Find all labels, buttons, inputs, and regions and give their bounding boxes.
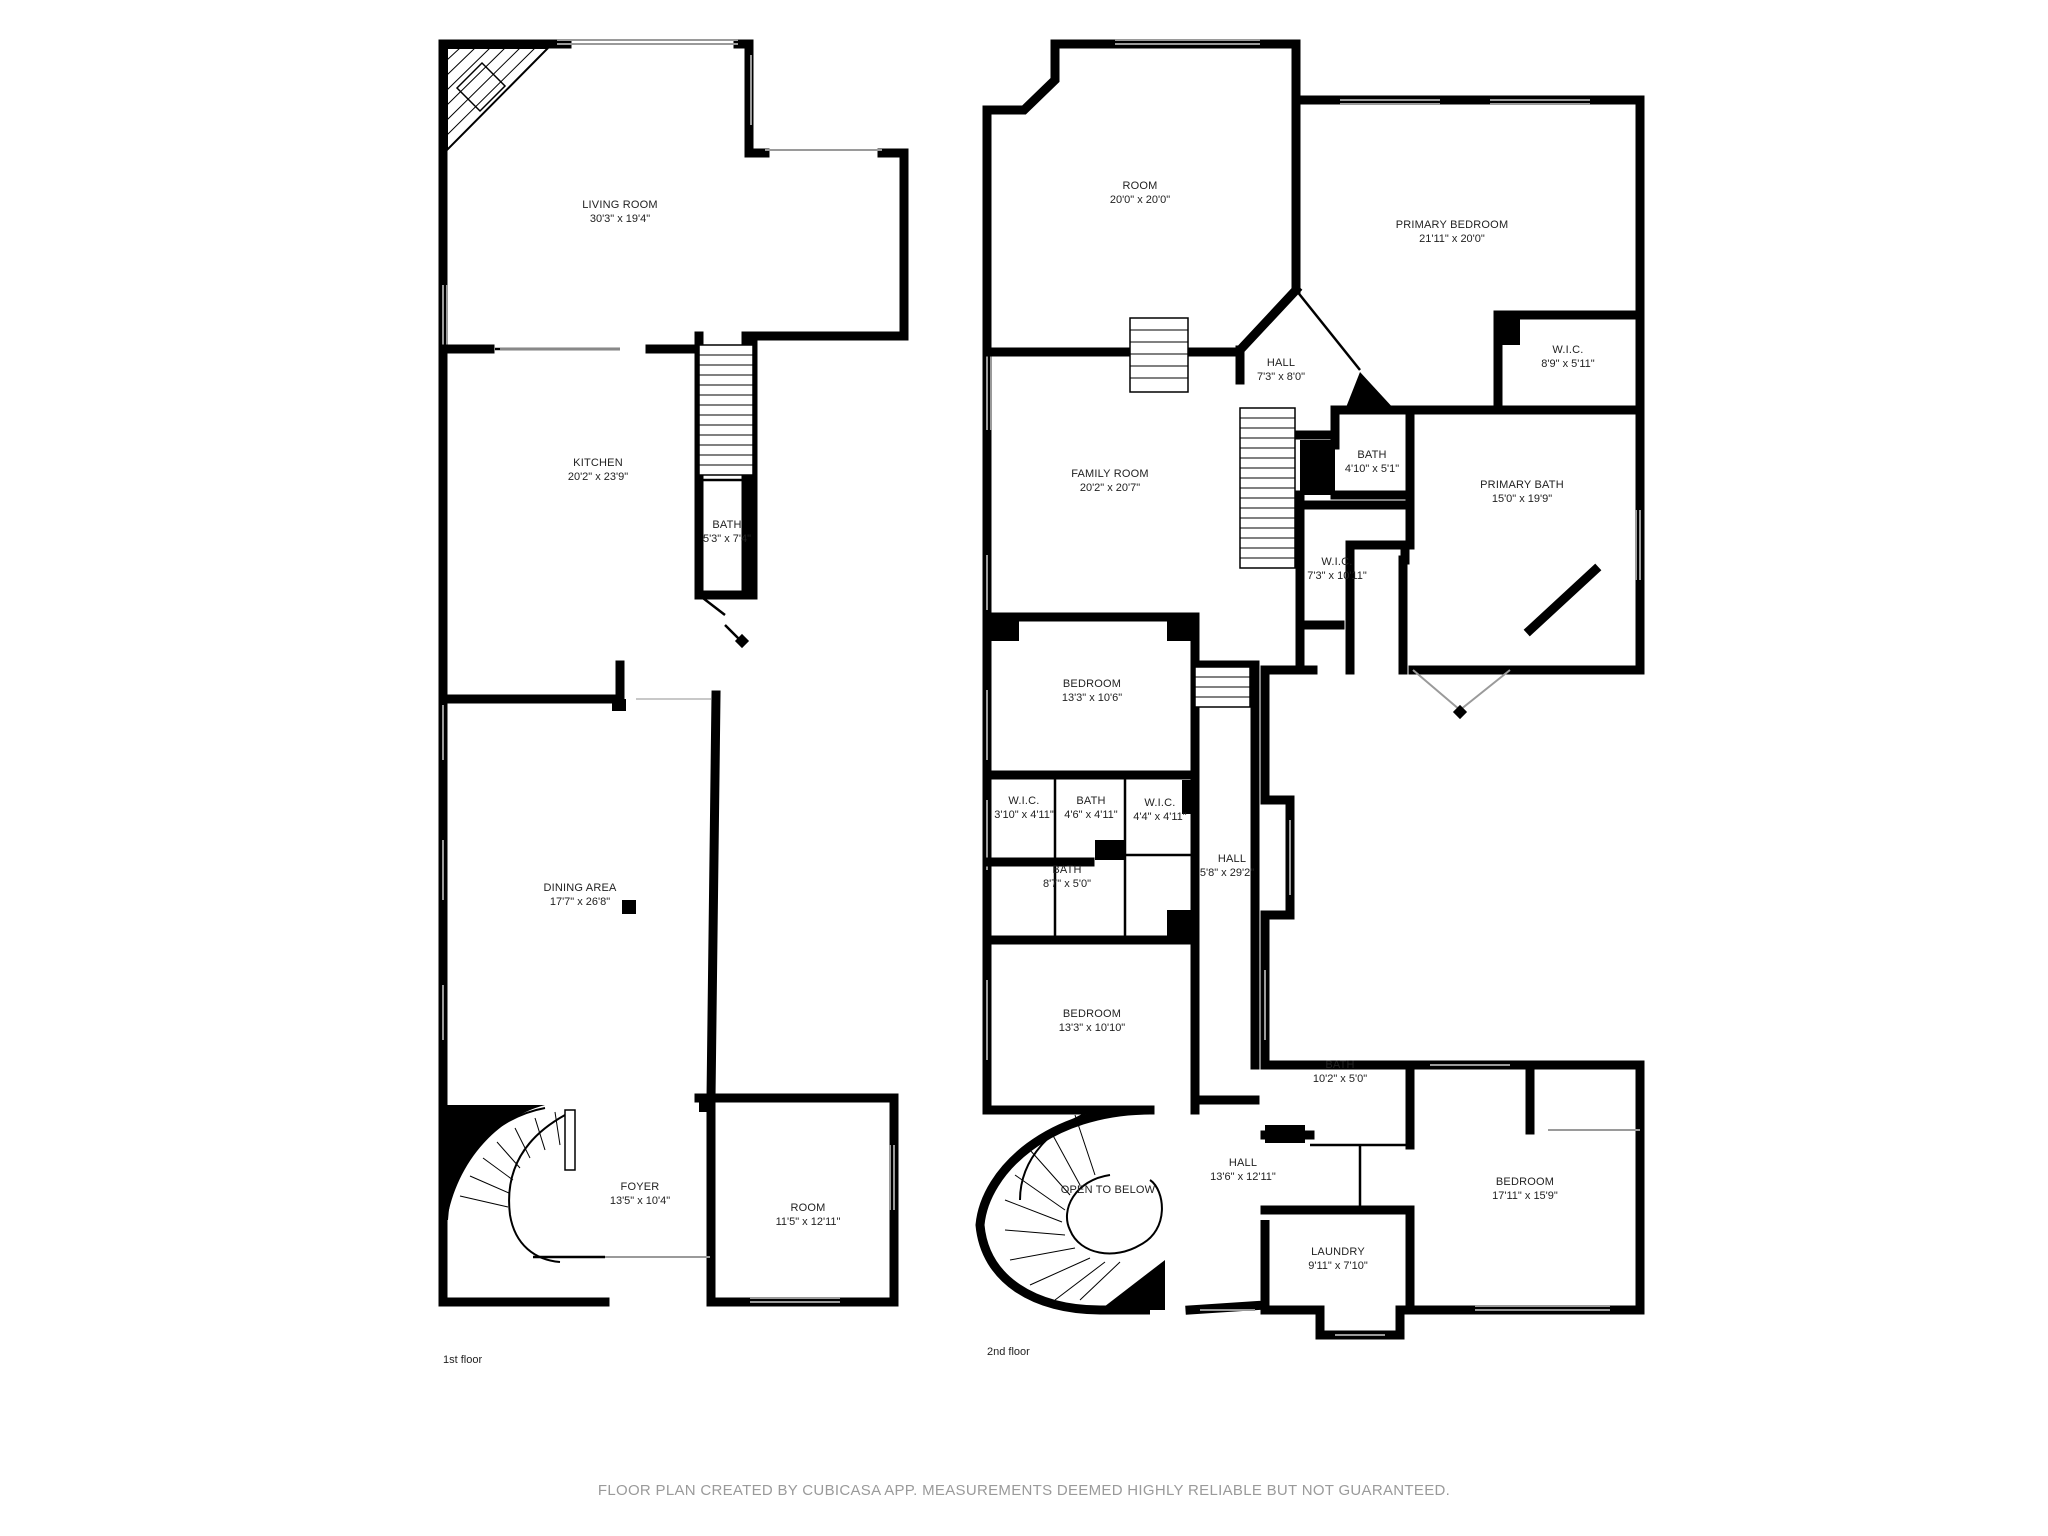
second-floor-interior-walls [982, 95, 1645, 1315]
room-dimensions: 8'7" x 5'0" [1043, 878, 1091, 890]
room-label: W.I.C. [1144, 797, 1175, 809]
family-room-stair [1129, 317, 1296, 708]
room-dimensions: 20'2" x 23'9" [568, 471, 628, 483]
room-dimensions: 3'10" x 4'11" [994, 809, 1054, 821]
floor-label: 1st floor [443, 1354, 482, 1366]
room-label: BEDROOM [1496, 1176, 1554, 1188]
room-dimensions: 15'0" x 19'9" [1492, 493, 1552, 505]
room-dimensions: 4'6" x 4'11" [1064, 809, 1117, 821]
room-dimensions: 20'2" x 20'7" [1080, 482, 1140, 494]
fireplace-icon [446, 47, 551, 153]
room-dimensions: 7'3" x 10'11" [1307, 570, 1367, 582]
room-label: OPEN TO BELOW [1061, 1184, 1156, 1196]
room-dimensions: 13'6" x 12'11" [1210, 1171, 1276, 1183]
room-dimensions: 13'3" x 10'6" [1062, 692, 1122, 704]
room-dimensions: 9'11" x 7'10" [1308, 1260, 1368, 1272]
room-dimensions: 11'5" x 12'11" [776, 1216, 841, 1228]
kitchen-stair [698, 344, 754, 476]
room-label: BATH [1052, 864, 1081, 876]
room-label: BATH [712, 519, 741, 531]
floor-label: 2nd floor [987, 1346, 1030, 1358]
room-label: ROOM [790, 1202, 825, 1214]
room-dimensions: 30'3" x 19'4" [590, 213, 650, 225]
room-label: ROOM [1122, 180, 1157, 192]
room-label: HALL [1218, 853, 1246, 865]
first-floor-plan: LIVING ROOM 30'3" x 19'4" KITCHEN 20'2" … [438, 39, 909, 1366]
room-dimensions: 5'3" x 7'4" [703, 533, 751, 545]
room-label: FAMILY ROOM [1071, 468, 1149, 480]
room-label: W.I.C. [1321, 556, 1352, 568]
room-label: W.I.C. [1552, 344, 1583, 356]
room-label: BATH [1076, 795, 1105, 807]
second-floor-exterior-walls [982, 39, 1645, 1340]
room-dimensions: 20'0" x 20'0" [1110, 194, 1170, 206]
first-floor-doors [500, 348, 711, 700]
room-dimensions: 13'5" x 10'4" [610, 1195, 670, 1207]
room-dimensions: 13'3" x 10'10" [1059, 1022, 1126, 1034]
room-dimensions: 7'3" x 8'0" [1257, 371, 1305, 383]
foyer-spiral-stair [446, 1105, 576, 1263]
room-label: KITCHEN [573, 457, 623, 469]
room-dimensions: 8'9" x 5'11" [1541, 358, 1594, 370]
second-floor-windows [986, 39, 1641, 1336]
room-dimensions: 4'10" x 5'1" [1345, 463, 1399, 475]
room-label: HALL [1229, 1157, 1257, 1169]
room-label: PRIMARY BATH [1480, 479, 1564, 491]
room-label: PRIMARY BEDROOM [1396, 219, 1509, 231]
room-label: BEDROOM [1063, 1008, 1121, 1020]
room-label: W.I.C. [1008, 795, 1039, 807]
room-dimensions: 17'7" x 26'8" [550, 896, 610, 908]
open-to-below-spiral-stair [975, 1105, 1165, 1315]
room-label: LIVING ROOM [582, 199, 658, 211]
room-label: HALL [1267, 357, 1295, 369]
second-floor-plan: ROOM 20'0" x 20'0" PRIMARY BEDROOM 21'11… [975, 39, 1645, 1358]
room-label: DINING AREA [543, 882, 617, 894]
room-label: BATH [1357, 449, 1386, 461]
room-dimensions: 4'4" x 4'11" [1133, 811, 1186, 823]
first-floor-exterior-walls [438, 39, 909, 1307]
room-dimensions: 5'8" x 29'2" [1200, 867, 1254, 879]
room-label: BATH [1325, 1059, 1354, 1071]
room-label: LAUNDRY [1311, 1246, 1365, 1258]
room-label: BEDROOM [1063, 678, 1121, 690]
room-dimensions: 17'11" x 15'9" [1492, 1190, 1558, 1202]
disclaimer-footer: FLOOR PLAN CREATED BY CUBICASA APP. MEAS… [598, 1482, 1450, 1499]
room-dimensions: 21'11" x 20'0" [1419, 233, 1485, 245]
room-label: FOYER [621, 1181, 660, 1193]
room-dimensions: 10'2" x 5'0" [1313, 1073, 1367, 1085]
